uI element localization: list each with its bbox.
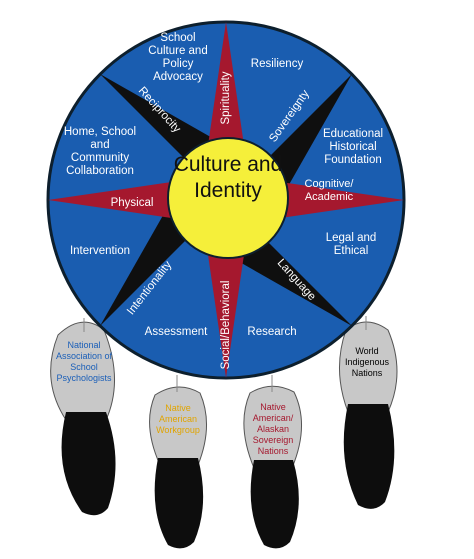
label-school-culture: School Culture and Policy Advocacy [148, 32, 208, 83]
feather-strings [83, 316, 367, 392]
feather-label-sovereign: Native American/ Alaskan Sovereign Natio… [252, 402, 294, 456]
star-label-bottom: Social/Behavioral [220, 281, 232, 370]
center-title: Culture and Identity [173, 153, 283, 202]
label-assessment: Assessment [144, 326, 208, 338]
label-research: Research [247, 326, 297, 338]
center-circle [167, 137, 289, 259]
label-home-school: Home, School and Community Collaboration [63, 126, 137, 177]
feather-label-workgroup: Native American Workgroup [156, 403, 200, 435]
label-resiliency: Resiliency [250, 58, 304, 70]
label-educational: Educational Historical Foundation [322, 128, 384, 166]
feather-nasp [50, 321, 116, 516]
star-label-right: Cognitive/ Academic [304, 178, 354, 203]
star-label-top: Spirituality [220, 71, 232, 124]
feather-label-world: World Indigenous Nations [344, 346, 390, 378]
feather-label-nasp: National Association of School Psycholog… [55, 340, 113, 383]
label-intervention: Intervention [69, 245, 131, 257]
feather-world [339, 321, 398, 509]
label-legal: Legal and Ethical [325, 232, 377, 257]
star-label-left: Physical [111, 197, 154, 209]
feather-workgroup [149, 386, 208, 549]
feather-sovereign [243, 385, 303, 549]
